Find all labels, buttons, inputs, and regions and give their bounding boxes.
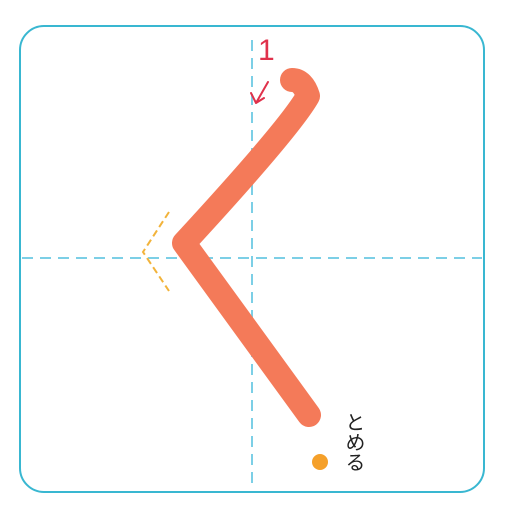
stroke-ending-label: とめる	[342, 412, 366, 472]
stroke-order-number: 1	[258, 34, 275, 67]
start-direction-arrow-icon	[250, 81, 269, 104]
stroke-end-marker	[312, 454, 328, 470]
stroke-path	[172, 68, 321, 427]
turning-point-hint	[141, 211, 170, 292]
